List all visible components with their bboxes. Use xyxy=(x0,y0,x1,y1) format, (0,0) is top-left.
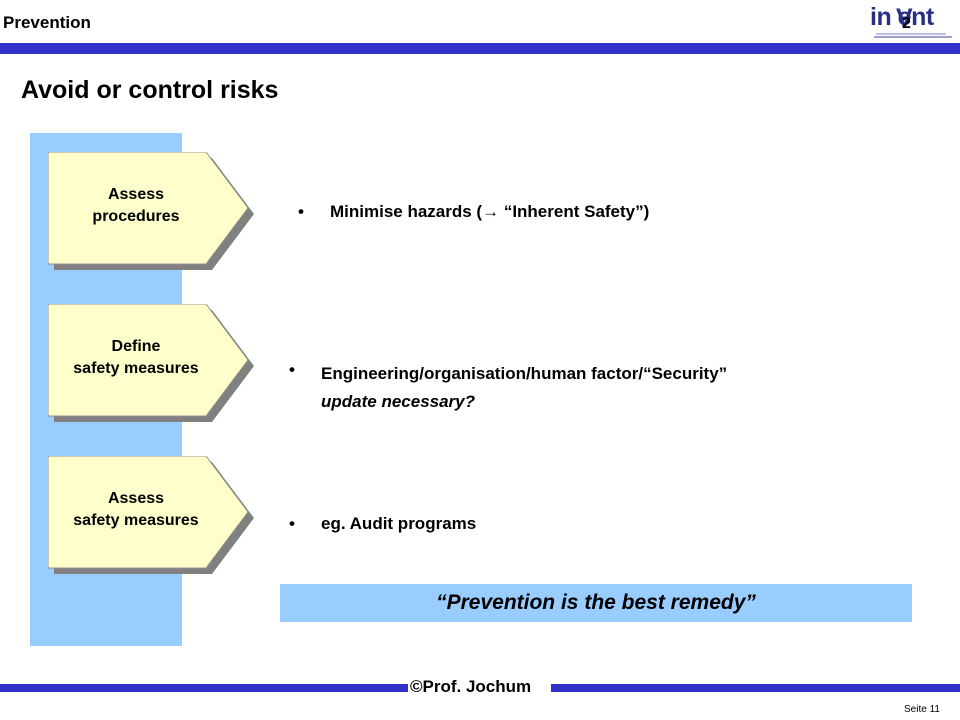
step-label: Assess safety measures xyxy=(73,490,199,529)
footer-copyright: ©Prof. Jochum xyxy=(410,677,532,696)
bullet-line-italic: update necessary? xyxy=(321,392,476,411)
bullet-audit-programs: eg. Audit programs xyxy=(321,514,477,533)
logo-v-glyph: V xyxy=(896,4,913,32)
bullet-dot: • xyxy=(289,360,295,379)
page-title: Avoid or control risks xyxy=(21,76,279,104)
bullet-minimise-hazards: Minimise hazards (→ “Inherent Safety”) xyxy=(330,202,650,221)
bullet-engineering: Engineering/organisation/human factor/“S… xyxy=(321,360,727,416)
logo-underline xyxy=(876,33,946,35)
step-assess-procedures: Assess procedures xyxy=(48,152,256,272)
logo-word: in ent xyxy=(870,3,934,31)
page-number: Seite 11 xyxy=(904,704,940,715)
header-bar xyxy=(0,43,960,54)
chevron-shape xyxy=(48,304,254,422)
logo-tagline-stripe xyxy=(874,36,952,38)
step-label: Define safety measures xyxy=(73,338,199,377)
footer-bar-right xyxy=(551,684,960,692)
step-define-safety-measures: Define safety measures xyxy=(48,304,256,424)
bullet-dot: • xyxy=(289,514,295,533)
bullet-line: Engineering/organisation/human factor/“S… xyxy=(321,364,728,383)
chevron-shape xyxy=(48,456,254,574)
bullet-dot: • xyxy=(298,202,304,221)
chevron-shape xyxy=(48,152,254,270)
step-label: Assess procedures xyxy=(92,186,180,225)
section-title: Prevention xyxy=(3,13,91,32)
remedy-banner: “Prevention is the best remedy” xyxy=(280,584,912,622)
step-assess-safety-measures: Assess safety measures xyxy=(48,456,256,576)
footer-bar-left xyxy=(0,684,408,692)
logo-superscript: 2 xyxy=(902,15,911,32)
invent-logo: in ent V 2 xyxy=(862,3,958,43)
